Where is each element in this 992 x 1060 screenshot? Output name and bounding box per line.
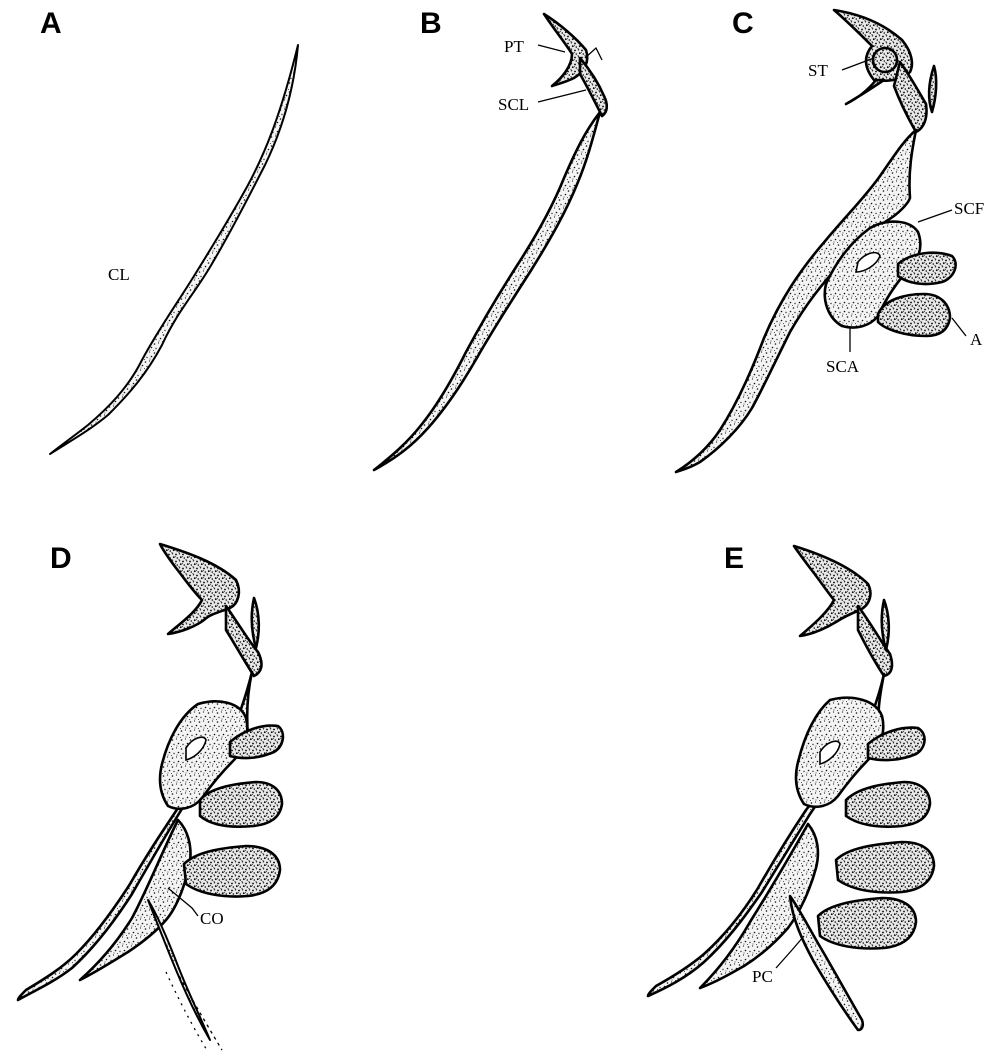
label-sca: SCA <box>826 357 860 376</box>
panel-c: C ST SCF A SCA <box>676 7 984 472</box>
posttemporal-prong-c <box>846 80 884 104</box>
radial-3-d <box>184 846 280 897</box>
panel-b-letter: B <box>420 7 442 40</box>
coracoid-plate-e <box>700 824 818 988</box>
cleithrum-bone-b <box>374 112 600 470</box>
panel-d-letter: D <box>50 542 72 575</box>
label-cl: CL <box>108 265 130 284</box>
panel-a: A CL <box>40 7 298 454</box>
radial-4-e <box>818 898 916 949</box>
label-a: A <box>970 330 983 349</box>
spine-tip-c <box>929 66 936 112</box>
label-st: ST <box>808 61 828 80</box>
panel-d: D CO <box>18 542 283 1052</box>
cleithrum-bone-a <box>50 45 298 454</box>
supratemporal-bone-c <box>873 48 897 72</box>
label-scl: SCL <box>498 95 529 114</box>
label-scf: SCF <box>954 199 984 218</box>
panel-c-letter: C <box>732 7 754 40</box>
panel-e: E PC <box>648 542 934 1030</box>
radial-3-e <box>836 842 934 893</box>
spine-tip-e <box>882 600 889 650</box>
supracleithrum-bone-b <box>580 58 607 116</box>
radial-1-c <box>898 253 956 284</box>
panel-e-letter: E <box>724 542 744 575</box>
panel-b: B PT SCL <box>374 7 607 470</box>
panel-a-letter: A <box>40 7 62 40</box>
radial-2-d <box>200 782 282 827</box>
label-co: CO <box>200 909 224 928</box>
label-pc: PC <box>752 967 773 986</box>
radial-2-c <box>878 294 950 336</box>
spine-tip-d <box>252 598 259 648</box>
radial-2-e <box>846 782 930 827</box>
label-pt: PT <box>504 37 524 56</box>
